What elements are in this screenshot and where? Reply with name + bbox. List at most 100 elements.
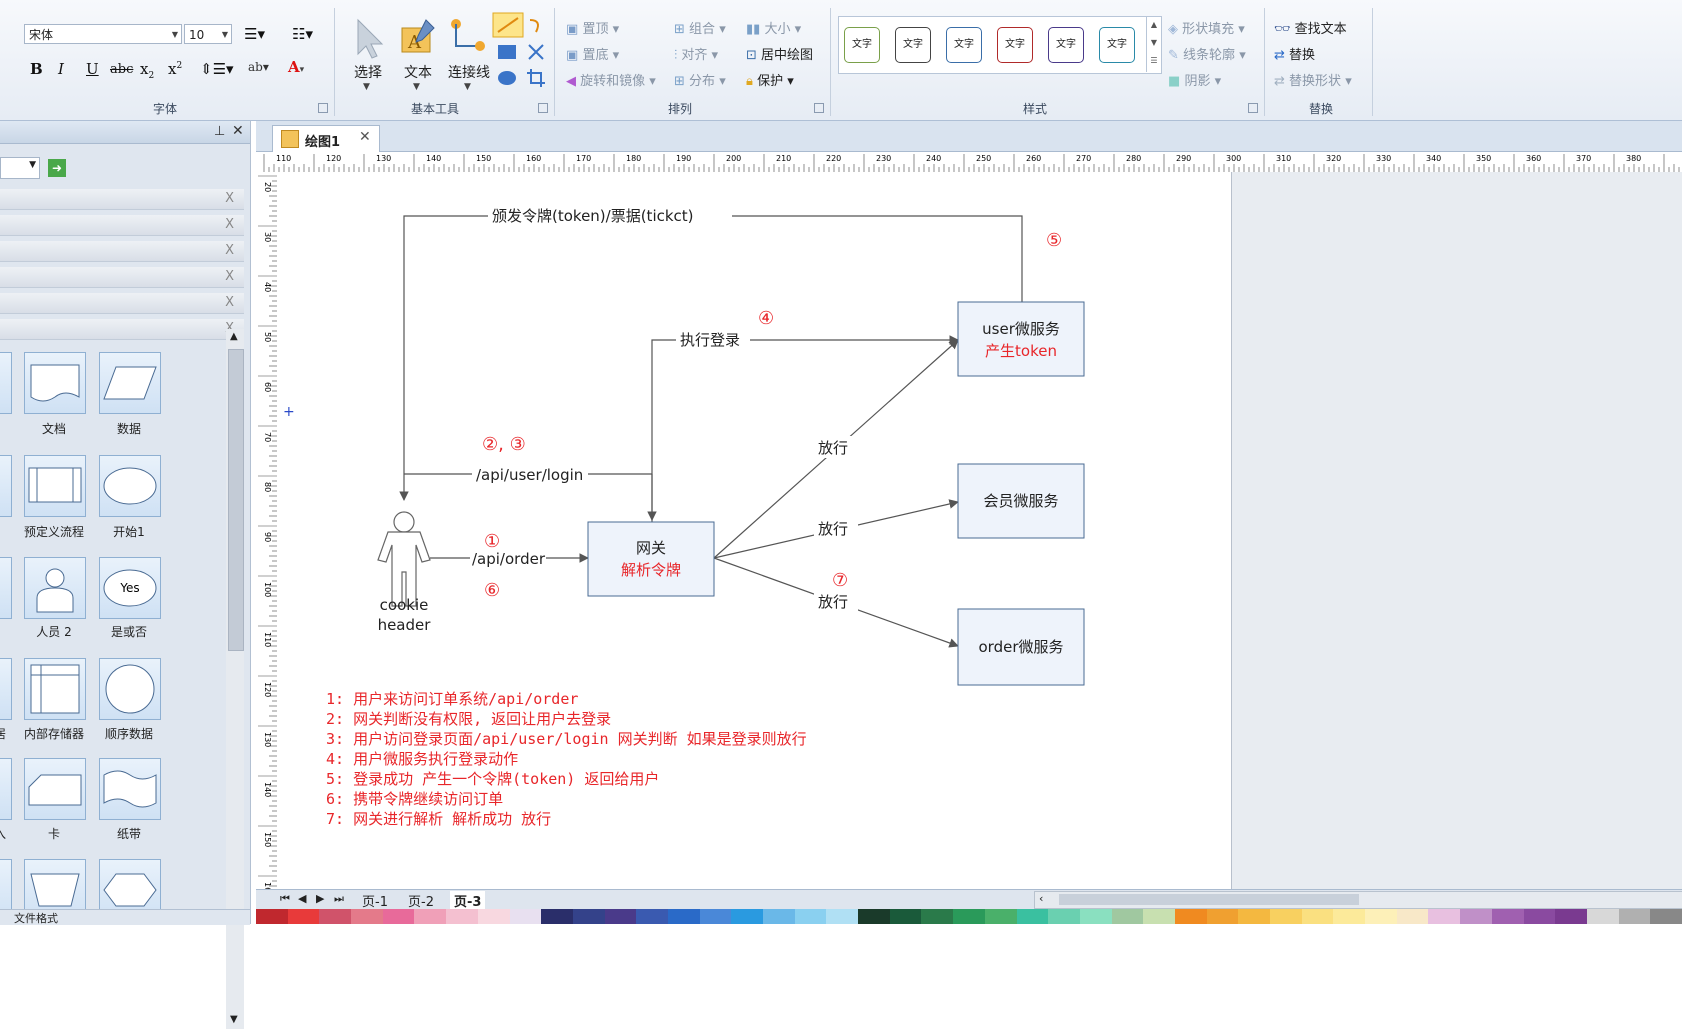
stencil-close-icon[interactable]: X bbox=[225, 217, 234, 232]
rectangle-tool-icon[interactable] bbox=[496, 42, 518, 62]
palette-swatch[interactable] bbox=[1270, 909, 1303, 924]
stencil-close-icon[interactable]: X bbox=[225, 191, 234, 206]
shape-card[interactable] bbox=[24, 758, 86, 820]
line-tool-icon[interactable] bbox=[492, 12, 524, 38]
shape-fill-button[interactable]: ◈ 形状填充 ▾ bbox=[1168, 22, 1245, 37]
point-tool-icon[interactable] bbox=[526, 16, 546, 36]
italic-button[interactable]: I bbox=[58, 60, 64, 78]
underline-button[interactable]: U bbox=[86, 60, 99, 78]
center-drawing-button[interactable]: ⊡ 居中绘图 bbox=[746, 48, 814, 63]
connector-tool-icon[interactable] bbox=[448, 16, 488, 60]
arrange-dialog-launcher[interactable] bbox=[814, 103, 824, 113]
palette-swatch[interactable] bbox=[1079, 909, 1113, 924]
palette-swatch[interactable] bbox=[604, 909, 637, 924]
palette-swatch[interactable] bbox=[414, 909, 447, 924]
distribute-button[interactable]: ⊞ 分布 ▾ bbox=[674, 74, 726, 89]
palette-swatch[interactable] bbox=[1586, 909, 1620, 924]
select-pointer-icon[interactable] bbox=[350, 16, 386, 60]
palette-swatch[interactable] bbox=[1111, 909, 1144, 924]
pin-icon[interactable]: ⊥ bbox=[214, 124, 226, 139]
palette-swatch[interactable] bbox=[1650, 909, 1682, 924]
search-shapes-input[interactable]: ▼ bbox=[0, 157, 40, 179]
line-outline-button[interactable]: ✎ 线条轮廓 ▾ bbox=[1168, 48, 1246, 63]
page-tab-1[interactable]: 页-1 bbox=[362, 895, 388, 910]
next-page-icon[interactable]: ▶ bbox=[316, 892, 325, 905]
stencil-bar-4[interactable]: X bbox=[0, 267, 244, 288]
palette-swatch[interactable] bbox=[1491, 909, 1525, 924]
palette-swatch[interactable] bbox=[541, 909, 574, 924]
palette-swatch[interactable] bbox=[256, 909, 289, 924]
palette-swatch[interactable] bbox=[953, 909, 986, 924]
palette-swatch[interactable] bbox=[699, 909, 732, 924]
font-dialog-launcher[interactable] bbox=[318, 103, 328, 113]
shape-yes-no[interactable]: Yes bbox=[99, 557, 161, 619]
shadow-button[interactable]: ■ 阴影 ▾ bbox=[1168, 74, 1222, 89]
palette-swatch[interactable] bbox=[351, 909, 384, 924]
font-size-combo[interactable]: 10▼ bbox=[184, 24, 232, 44]
superscript-button[interactable]: x2 bbox=[168, 60, 183, 78]
styles-dialog-launcher[interactable] bbox=[1248, 103, 1258, 113]
palette-swatch[interactable] bbox=[1428, 909, 1461, 924]
replace-button[interactable]: ⇄ 替换 bbox=[1274, 48, 1316, 63]
line-spacing-icon[interactable]: ⇕☰▾ bbox=[200, 60, 234, 78]
last-page-icon[interactable]: ⏭ bbox=[334, 892, 344, 905]
rotate-mirror-button[interactable]: ◀ 旋转和镜像 ▾ bbox=[566, 74, 656, 89]
palette-swatch[interactable] bbox=[319, 909, 352, 924]
stencil-close-icon[interactable]: X bbox=[225, 295, 234, 310]
palette-swatch[interactable] bbox=[1333, 909, 1366, 924]
style-swatch-6[interactable]: 文字 bbox=[1099, 27, 1135, 63]
palette-swatch[interactable] bbox=[1016, 909, 1049, 924]
palette-swatch[interactable] bbox=[667, 909, 701, 924]
palette-swatch[interactable] bbox=[763, 909, 796, 924]
palette-swatch[interactable] bbox=[446, 909, 479, 924]
palette-swatch[interactable] bbox=[794, 909, 827, 924]
stencil-bar-1[interactable]: X bbox=[0, 189, 244, 210]
shape-partial-1[interactable] bbox=[0, 352, 12, 414]
select-tool-button[interactable]: 选择 bbox=[354, 65, 382, 81]
shape-data[interactable] bbox=[99, 352, 161, 414]
font-name-combo[interactable]: 宋体▼ bbox=[24, 24, 182, 44]
stencil-bar-2[interactable]: X bbox=[0, 215, 244, 236]
font-color-icon[interactable]: A▾ bbox=[288, 58, 305, 76]
highlight-icon[interactable]: ab▾ bbox=[248, 60, 269, 74]
page-tab-2[interactable]: 页-2 bbox=[408, 895, 434, 910]
bring-to-front-button[interactable]: ▣ 置顶 ▾ bbox=[566, 22, 620, 37]
palette-swatch[interactable] bbox=[1206, 909, 1239, 924]
palette-swatch[interactable] bbox=[889, 909, 922, 924]
palette-swatch[interactable] bbox=[921, 909, 954, 924]
cross-tool-icon[interactable] bbox=[526, 42, 546, 62]
group-button[interactable]: ⊞ 组合 ▾ bbox=[674, 22, 726, 37]
strikethrough-button[interactable]: abc bbox=[110, 62, 134, 77]
bold-button[interactable]: B bbox=[30, 60, 43, 78]
page-tab-3[interactable]: 页-3 bbox=[450, 891, 486, 910]
palette-swatch[interactable] bbox=[382, 909, 415, 924]
stencil-close-icon[interactable]: X bbox=[225, 321, 234, 336]
crop-tool-icon[interactable] bbox=[526, 68, 546, 88]
align-button[interactable]: ⫶ 对齐 ▾ bbox=[674, 48, 719, 63]
size-button[interactable]: ▮▮ 大小 ▾ bbox=[746, 22, 802, 37]
shape-document[interactable] bbox=[24, 352, 86, 414]
text-tool-icon[interactable]: A bbox=[398, 16, 438, 56]
palette-swatch[interactable] bbox=[984, 909, 1018, 924]
palette-swatch[interactable] bbox=[636, 909, 669, 924]
close-panel-icon[interactable]: ✕ bbox=[232, 123, 244, 139]
protect-button[interactable]: 🔒︎ 保护 ▾ bbox=[746, 74, 794, 89]
shape-start[interactable] bbox=[99, 455, 161, 517]
style-swatch-2[interactable]: 文字 bbox=[895, 27, 931, 63]
palette-swatch[interactable] bbox=[1048, 909, 1081, 924]
palette-swatch[interactable] bbox=[509, 909, 542, 924]
palette-swatch[interactable] bbox=[1143, 909, 1176, 924]
stencil-bar-6[interactable]: X bbox=[0, 319, 244, 340]
shape-partial-2[interactable] bbox=[0, 455, 12, 517]
text-tool-button[interactable]: 文本 bbox=[404, 65, 432, 81]
palette-swatch[interactable] bbox=[1396, 909, 1429, 924]
close-tab-icon[interactable]: ✕ bbox=[359, 129, 371, 145]
style-swatch-5[interactable]: 文字 bbox=[1048, 27, 1084, 63]
connector-tool-button[interactable]: 连接线 bbox=[448, 65, 490, 81]
panel-scroll-thumb[interactable] bbox=[228, 349, 244, 651]
horizontal-scrollbar[interactable]: ‹ bbox=[1034, 891, 1682, 909]
send-to-back-button[interactable]: ▣ 置底 ▾ bbox=[566, 48, 620, 63]
palette-swatch[interactable] bbox=[1555, 909, 1588, 924]
style-swatch-3[interactable]: 文字 bbox=[946, 27, 982, 63]
palette-swatch[interactable] bbox=[572, 909, 606, 924]
